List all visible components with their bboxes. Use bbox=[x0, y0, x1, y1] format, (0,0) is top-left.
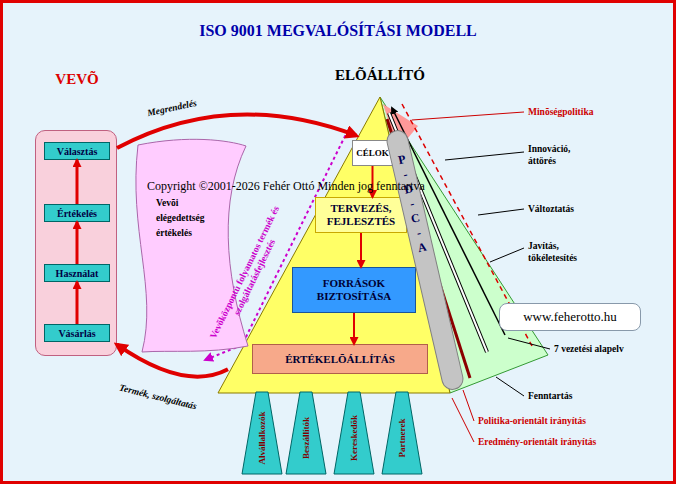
node-text: TERVEZÉS, FEJLESZTÉS bbox=[319, 202, 403, 228]
node-text: www.feherotto.hu bbox=[523, 309, 617, 325]
pyramid-band: TERVEZÉS, FEJLESZTÉS bbox=[315, 197, 407, 233]
side-label: Változtatás bbox=[528, 203, 574, 215]
side-label: Innováció, áttörés bbox=[528, 143, 592, 167]
node-text: Alvállalkozók bbox=[257, 411, 267, 464]
side-label: Politika-orientált irányítás bbox=[478, 415, 586, 427]
watermark: Copyright ©2001-2026 Fehér Ottó Minden j… bbox=[147, 179, 425, 193]
pillar-fill bbox=[286, 392, 326, 474]
diagram-title: ISO 9001 MEGVALÓSÍTÁSI MODELL bbox=[0, 22, 676, 40]
pillar-fill bbox=[382, 392, 422, 474]
node-text: Kereskedõk bbox=[349, 415, 359, 461]
leader-line bbox=[496, 377, 524, 396]
partner-pillar: Beszállítók bbox=[286, 392, 326, 474]
pillar-fill bbox=[242, 392, 282, 474]
side-label: Minõségpolitika bbox=[528, 106, 593, 118]
pyramid-band: FORRÁSOK BIZTOSÍTÁSA bbox=[292, 267, 416, 313]
flow-arrow bbox=[117, 345, 228, 377]
website-box: www.feherotto.hu bbox=[499, 303, 641, 331]
node-text: Választás bbox=[57, 146, 98, 157]
leader-line bbox=[478, 209, 524, 215]
node-text: Vevõi elégedettség értékelés bbox=[156, 196, 222, 241]
leader-line bbox=[490, 248, 524, 262]
stage-box: Használat bbox=[44, 264, 110, 282]
leader-line bbox=[508, 338, 550, 349]
node-text: ÉRTÉKELÕÁLLÍTÁS bbox=[285, 353, 395, 366]
heading: VEVÕ bbox=[26, 71, 128, 88]
node-text: CÉLOK bbox=[356, 148, 389, 158]
leader-line bbox=[445, 152, 524, 160]
node-text: Használat bbox=[56, 268, 99, 279]
partner-pillar: Alvállalkozók bbox=[242, 392, 282, 474]
node-text: Vásárlás bbox=[58, 328, 95, 339]
side-label: Eredmény-orientált irányítás bbox=[478, 436, 596, 448]
pillar-fill bbox=[334, 392, 374, 474]
stage-box: Választás bbox=[44, 142, 110, 160]
leader-line bbox=[452, 398, 474, 442]
side-label: Fenntartás bbox=[528, 390, 572, 402]
flow-arrow bbox=[76, 282, 79, 324]
leader-line bbox=[412, 112, 524, 120]
side-label: 7 vezetési alapelv bbox=[554, 343, 624, 355]
flow-arrow bbox=[76, 222, 79, 264]
side-label: Javítás, tökéletesítés bbox=[528, 240, 600, 264]
node-text: FORRÁSOK BIZTOSÍTÁSA bbox=[299, 277, 409, 303]
flow-arrow bbox=[353, 313, 355, 344]
node-text: Partnerek bbox=[397, 419, 407, 458]
partner-pillar: Partnerek bbox=[382, 392, 422, 474]
customer-box: VEVÕVálasztásÉrtékelésHasználatVásárlás bbox=[35, 130, 117, 356]
heading: ELÕÁLLÍTÓ bbox=[305, 67, 455, 84]
flow-arrow bbox=[76, 160, 79, 204]
leader-line bbox=[463, 390, 474, 421]
stage-box: Értékelés bbox=[44, 204, 110, 222]
node-text: Értékelés bbox=[57, 208, 97, 219]
flow-arrow bbox=[117, 115, 356, 149]
pyramid-band: ÉRTÉKELÕÁLLÍTÁS bbox=[252, 344, 428, 374]
partner-pillar: Kereskedõk bbox=[334, 392, 374, 474]
node-text: Beszállítók bbox=[301, 417, 311, 459]
stage-box: Vásárlás bbox=[44, 324, 110, 342]
flow-arrow bbox=[360, 233, 362, 267]
